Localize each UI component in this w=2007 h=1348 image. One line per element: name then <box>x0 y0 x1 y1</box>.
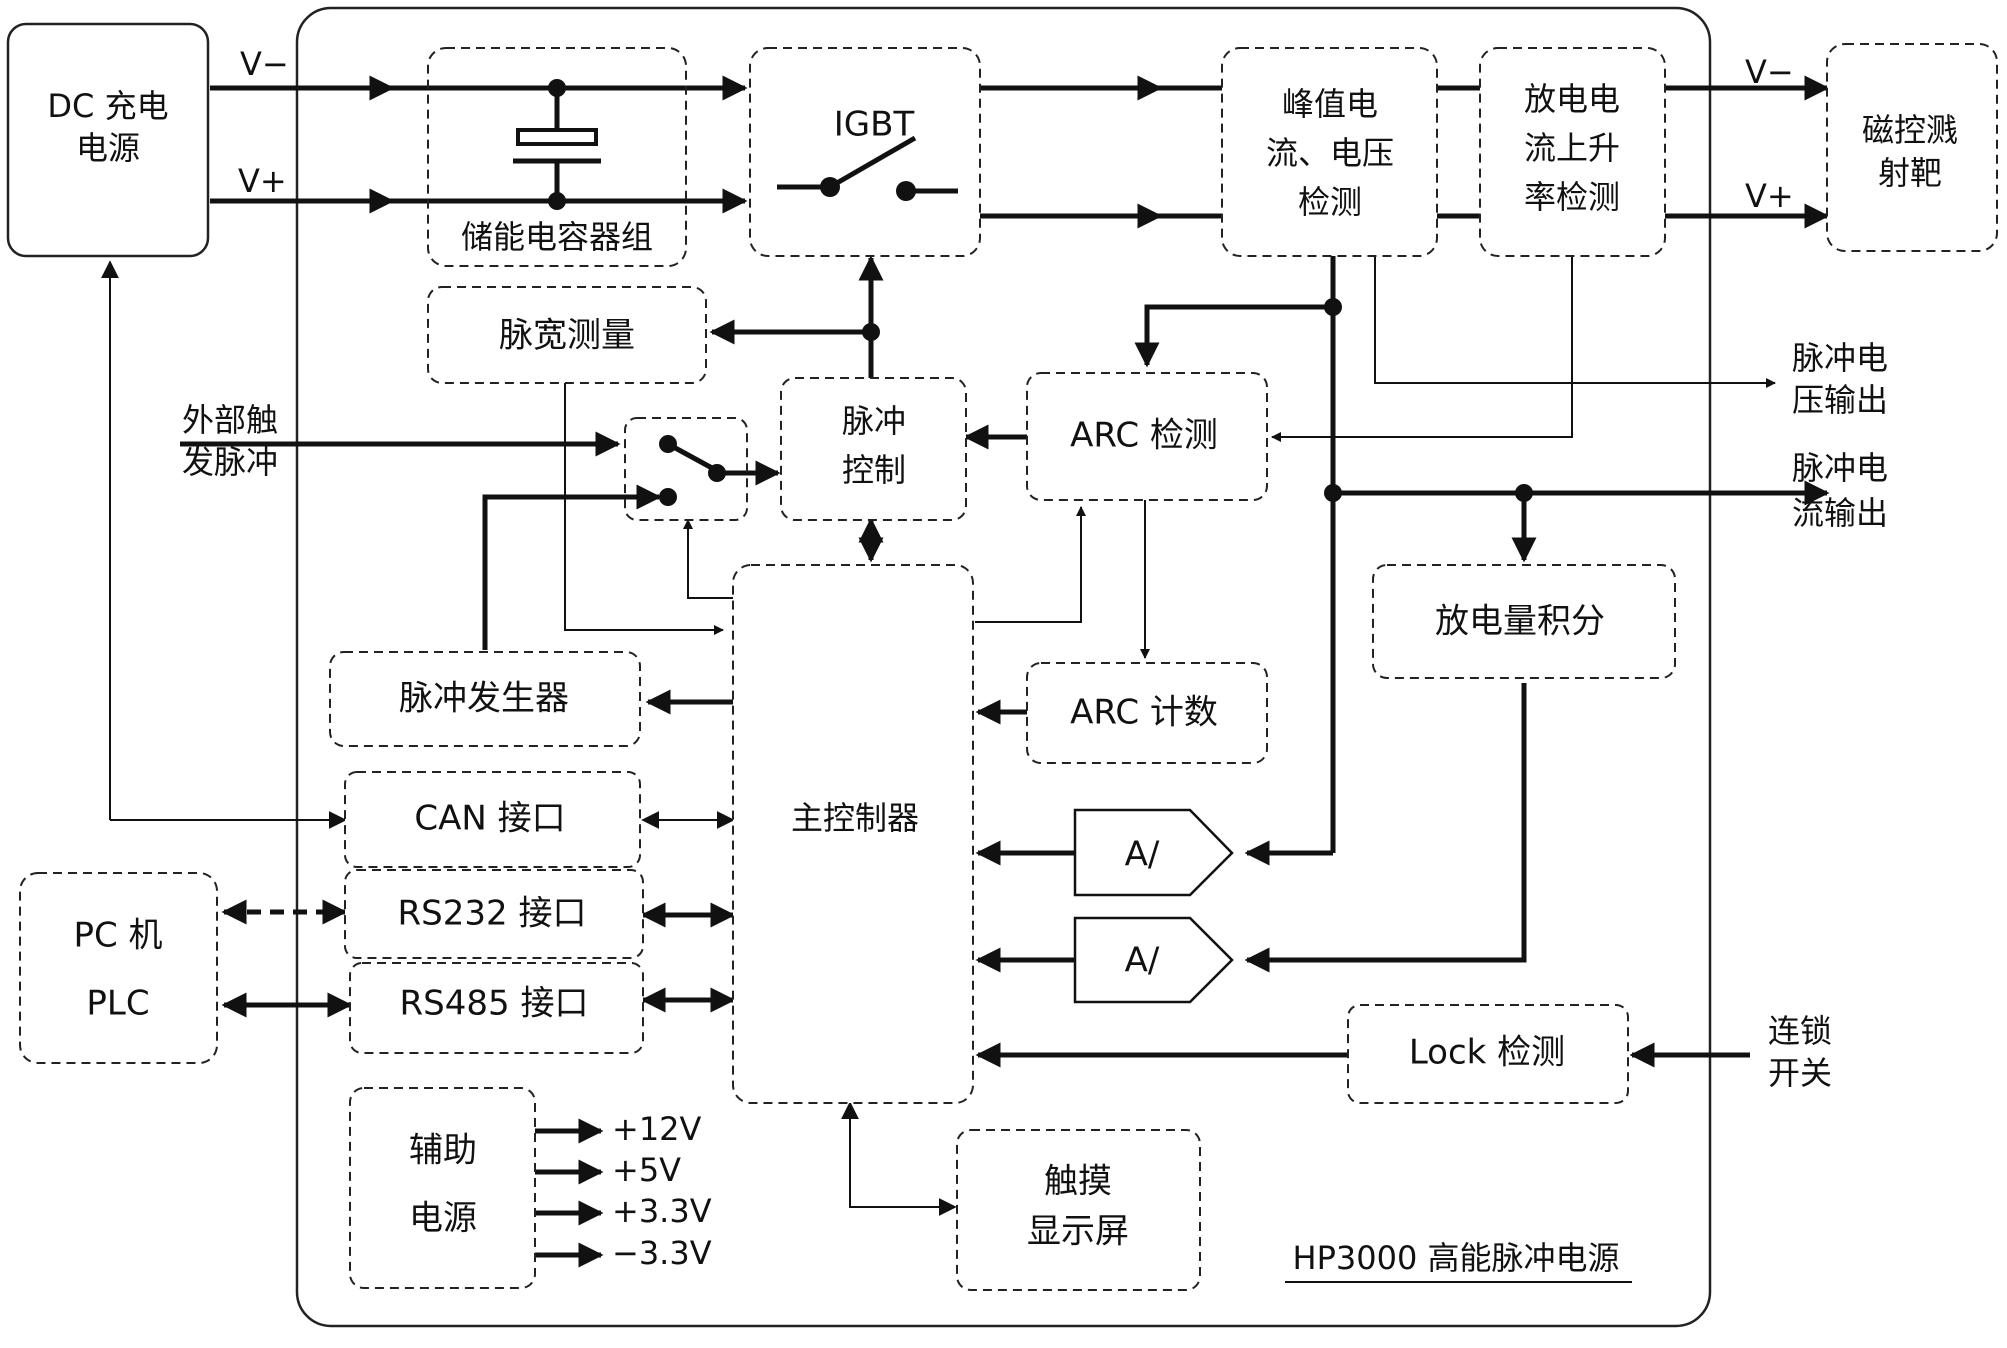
dc-source-block: DC 充电 电源 <box>6 22 210 258</box>
peak-detect-label-2: 流、电压 <box>1266 134 1394 172</box>
arc-count-block: ARC 计数 <box>1026 662 1268 764</box>
igbt-block: IGBT <box>749 47 981 257</box>
arc-count-label: ARC 计数 <box>1070 693 1218 733</box>
ext-trigger-label-2: 发脉冲 <box>182 443 278 481</box>
touch-screen-block: 触摸 显示屏 <box>956 1129 1201 1291</box>
peak-detect-label-3: 检测 <box>1298 183 1362 221</box>
pulse-i-out-label-1: 脉冲电 <box>1792 449 1888 487</box>
v-minus-out-label: V− <box>1745 53 1794 91</box>
arc-detect-label: ARC 检测 <box>1070 416 1218 456</box>
peak-detect-block: 峰值电 流、电压 检测 <box>1221 47 1438 257</box>
plc-label: PLC <box>86 984 149 1024</box>
rail-neg-3v3-label: −3.3V <box>612 1234 712 1272</box>
lock-detect-block: Lock 检测 <box>1347 1004 1629 1104</box>
rail-5v-label: +5V <box>612 1151 681 1189</box>
peak-detect-label-1: 峰值电 <box>1282 85 1378 123</box>
target-label-1: 磁控溅 <box>1862 111 1958 149</box>
pc-plc-block: PC 机 PLC <box>19 872 218 1064</box>
cap-bank-label: 储能电容器组 <box>461 218 653 256</box>
pulse-gen-label: 脉冲发生器 <box>399 679 569 719</box>
v-minus-in-label: V− <box>240 45 289 83</box>
rise-detect-label-1: 放电电 <box>1524 80 1620 118</box>
discharge-int-block: 放电量积分 <box>1372 564 1676 679</box>
igbt-label: IGBT <box>834 105 915 145</box>
diagram-title: HP3000 高能脉冲电源 <box>1293 1239 1620 1277</box>
can-block: CAN 接口 <box>344 771 641 868</box>
aux-power-label-1: 辅助 <box>409 1131 477 1171</box>
target-label-2: 射靶 <box>1878 154 1942 192</box>
main-controller-label: 主控制器 <box>791 799 919 837</box>
pulse-v-out-label-1: 脉冲电 <box>1792 339 1888 377</box>
dc-source-label-1: DC 充电 <box>47 87 168 125</box>
lock-detect-label: Lock 检测 <box>1409 1033 1565 1073</box>
arc-detect-block: ARC 检测 <box>1026 372 1268 501</box>
main-controller-block: 主控制器 <box>732 564 974 1104</box>
interlock-label-2: 开关 <box>1768 1054 1832 1092</box>
pulse-v-out-label-2: 压输出 <box>1792 381 1888 419</box>
pulse-i-out-label-2: 流输出 <box>1792 494 1888 532</box>
aux-power-block: 辅助 电源 <box>349 1087 536 1289</box>
pulse-control-block: 脉冲 控制 <box>780 377 967 521</box>
interlock-label-1: 连锁 <box>1768 1012 1832 1050</box>
selector-switch-block <box>624 417 748 521</box>
v-plus-in-label: V+ <box>238 162 287 200</box>
dc-source-label-2: 电源 <box>76 129 140 167</box>
pulse-width-label: 脉宽测量 <box>499 316 635 356</box>
target-block: 磁控溅 射靶 <box>1826 43 1998 252</box>
adc1-label: A/ <box>1125 835 1160 875</box>
rail-3v3-label: +3.3V <box>612 1192 712 1230</box>
pulse-width-block: 脉宽测量 <box>427 286 707 384</box>
pc-label: PC 机 <box>73 916 162 956</box>
rs485-label: RS485 接口 <box>400 984 589 1024</box>
v-plus-out-label: V+ <box>1745 177 1794 215</box>
adc2-label: A/ <box>1125 941 1160 981</box>
ext-trigger-label-1: 外部触 <box>182 401 278 439</box>
rise-detect-label-3: 率检测 <box>1524 178 1620 216</box>
rs485-block: RS485 接口 <box>349 962 644 1054</box>
discharge-int-label: 放电量积分 <box>1435 602 1605 642</box>
aux-power-label-2: 电源 <box>409 1199 477 1239</box>
touch-screen-label-1: 触摸 <box>1044 1162 1112 1202</box>
rail-12v-label: +12V <box>612 1110 702 1148</box>
cap-bank-block: 储能电容器组 <box>427 47 687 267</box>
adc2-block: A/ <box>1073 916 1234 1004</box>
rs232-block: RS232 接口 <box>344 869 644 959</box>
rs232-label: RS232 接口 <box>398 894 587 934</box>
can-label: CAN 接口 <box>414 799 565 839</box>
rise-detect-label-2: 流上升 <box>1524 129 1620 167</box>
touch-screen-label-2: 显示屏 <box>1027 1212 1129 1252</box>
adc1-block: A/ <box>1073 808 1234 897</box>
pulse-control-label-2: 控制 <box>842 451 906 489</box>
pulse-gen-block: 脉冲发生器 <box>329 651 641 747</box>
pulse-control-label-1: 脉冲 <box>842 402 906 440</box>
rise-detect-block: 放电电 流上升 率检测 <box>1479 47 1666 257</box>
